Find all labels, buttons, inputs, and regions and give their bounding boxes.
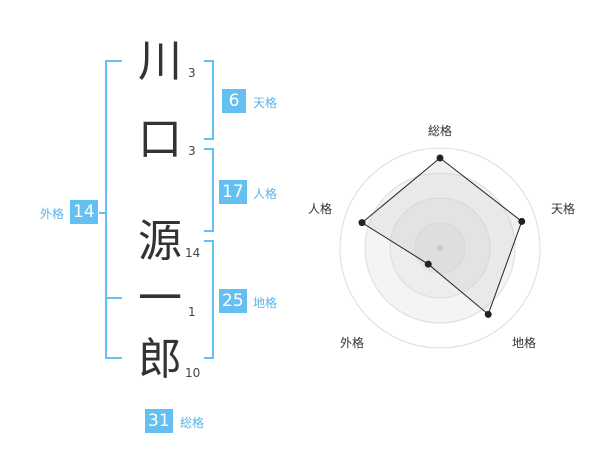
tenkaku-value-badge: 6 (222, 89, 246, 113)
gaikaku-bracket-vertical (105, 60, 107, 359)
stroke-count-2: 3 (188, 144, 196, 158)
name-char-5: 郎 (138, 334, 182, 385)
gaikaku-bracket-mid (105, 297, 122, 299)
tenkaku-bracket-vertical (212, 60, 214, 140)
soukaku-label: 総格 (180, 416, 205, 430)
gaikaku-bracket-connector (99, 212, 107, 214)
jinkaku-bracket-top (204, 148, 214, 150)
gaikaku-value-badge: 14 (70, 200, 98, 224)
radar-point-2 (518, 217, 526, 225)
tenkaku-bracket-top (204, 60, 214, 62)
jinkaku-bracket-bottom (204, 230, 214, 232)
radar-axis-label-4: 外格 (340, 335, 364, 350)
stroke-count-1: 3 (188, 66, 196, 80)
jinkaku-value-badge: 17 (219, 180, 247, 204)
gaikaku-label: 外格 (40, 207, 65, 221)
stroke-count-3: 14 (185, 246, 201, 260)
radar-center-dot (436, 244, 444, 252)
radar-axis-label-3: 地格 (512, 335, 536, 350)
chikaku-label: 地格 (253, 296, 278, 310)
name-char-4: 一 (138, 273, 182, 324)
soukaku-value-badge: 31 (145, 409, 173, 433)
gaikaku-bracket-bottom (105, 357, 122, 359)
stroke-count-5: 10 (185, 366, 201, 380)
tenkaku-bracket-bottom (204, 138, 214, 140)
stroke-count-4: 1 (188, 305, 196, 319)
name-char-1: 川 (138, 36, 182, 87)
radar-point-1 (436, 154, 444, 162)
radar-axis-label-2: 天格 (551, 201, 575, 216)
radar-point-4 (424, 260, 432, 268)
jinkaku-bracket-vertical (212, 148, 214, 232)
chikaku-bracket-vertical (212, 240, 214, 359)
chikaku-value-badge: 25 (219, 289, 247, 313)
gaikaku-bracket-top (105, 60, 122, 62)
tenkaku-label: 天格 (253, 96, 278, 110)
chikaku-bracket-bottom (204, 357, 214, 359)
name-char-3: 源 (138, 216, 182, 267)
radar-point-5 (358, 219, 366, 227)
jinkaku-label: 人格 (253, 187, 278, 201)
radar-axis-label-5: 人格 (308, 201, 332, 216)
radar-polygon (361, 157, 523, 316)
chikaku-bracket-top (204, 240, 214, 242)
radar-point-3 (484, 310, 492, 318)
name-char-2: 口 (138, 114, 182, 165)
radar-axis-label-1: 総格 (428, 123, 452, 138)
